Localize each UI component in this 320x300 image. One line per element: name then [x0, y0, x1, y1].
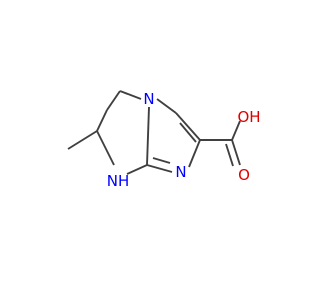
bond-ch2-ch2 — [106, 90, 121, 111]
bond-c2-nimine — [188, 139, 201, 168]
imidazole-bonds — [146, 98, 201, 173]
ring-bonds — [67, 90, 150, 175]
bond-ch-c2-double — [179, 122, 197, 143]
bond-ch2-ch — [96, 109, 108, 132]
atom-labels: N NH N OH O — [107, 90, 261, 190]
bond-ch-nh — [96, 130, 115, 166]
bond-n-ch2-a — [119, 90, 142, 100]
bond-c-o-double-b — [225, 143, 234, 167]
molecule-structure-diagram: N NH N OH O — [67, 90, 261, 190]
bond-ch-methyl — [67, 130, 98, 150]
bond-nimine-c8a — [146, 164, 173, 173]
bond-c8a-nbridge — [146, 106, 150, 166]
carboxyl-bonds — [200, 120, 241, 167]
bond-c-oh — [231, 120, 241, 141]
atom-oh: OH — [237, 108, 260, 126]
bond-nh-c8a — [126, 164, 148, 175]
bond-c-o-double-a — [231, 139, 241, 166]
bond-nimine-c8a-double — [152, 157, 171, 164]
bond-nbridge-ch — [156, 98, 177, 114]
atom-o-carbonyl: O — [238, 166, 250, 184]
atom-n-imine: N — [175, 163, 186, 181]
atom-n-bridge: N — [143, 90, 154, 108]
atom-nh: NH — [107, 172, 130, 190]
bond-ch-c2 — [175, 112, 201, 141]
